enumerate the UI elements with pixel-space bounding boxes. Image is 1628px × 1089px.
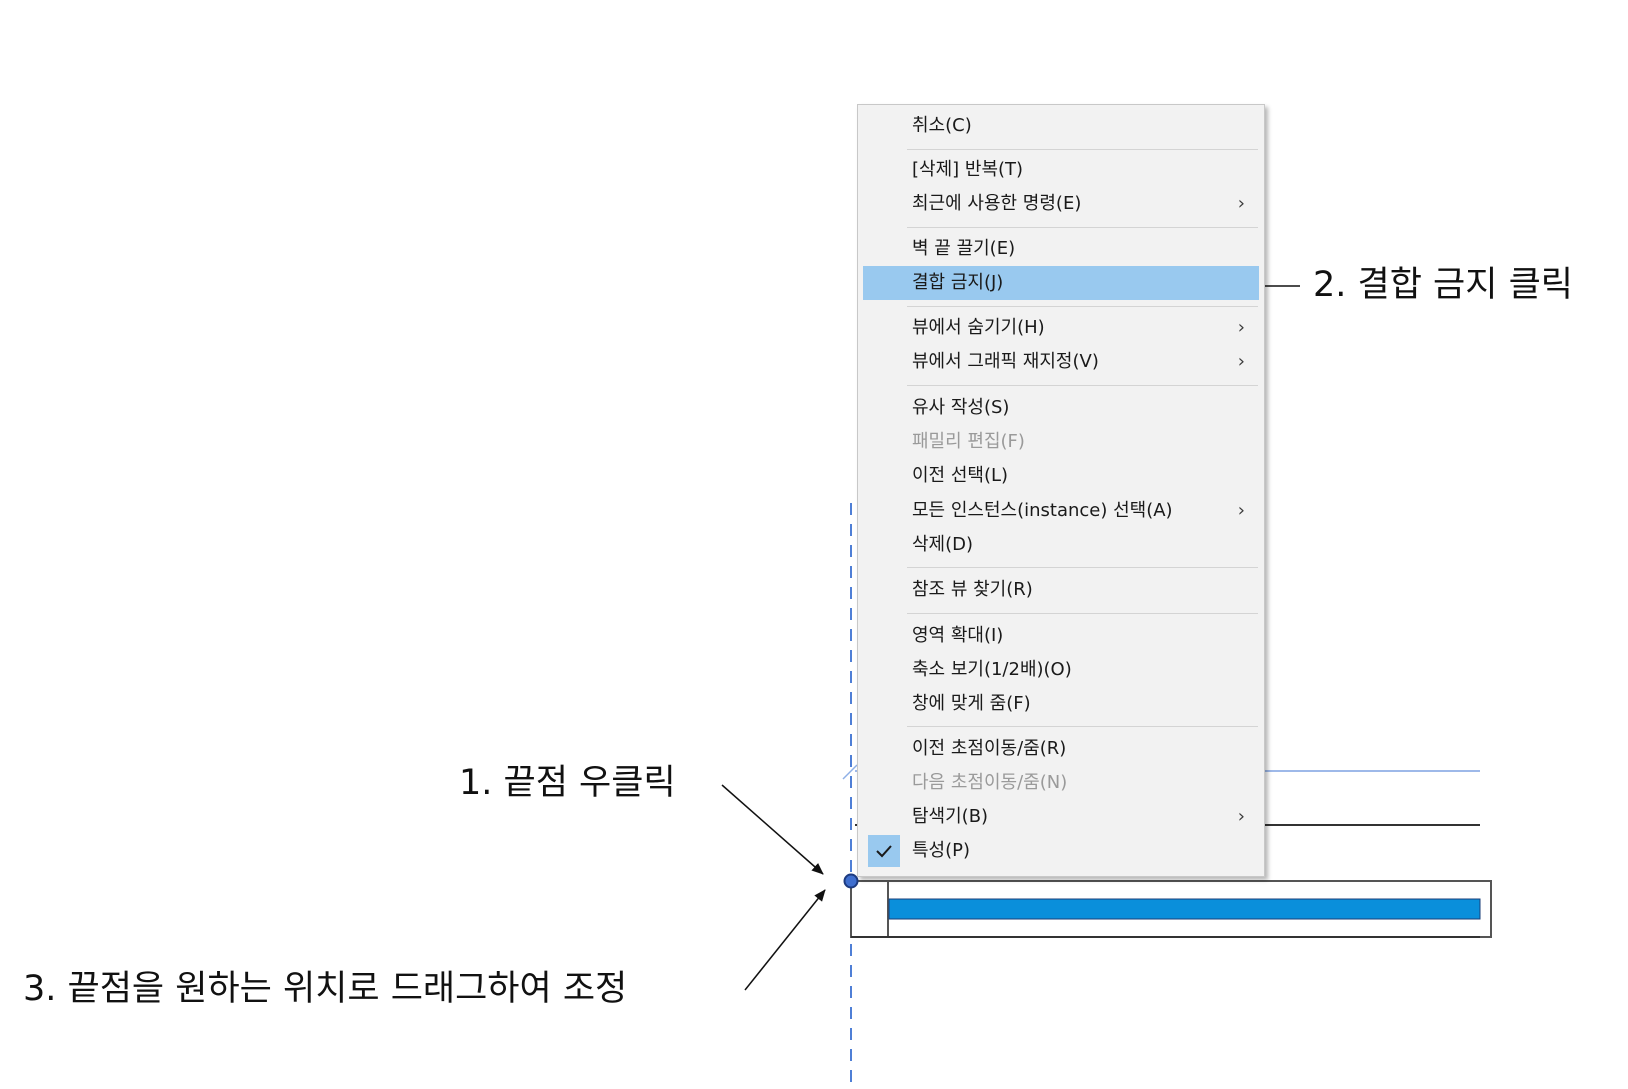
menu-item[interactable]: 뷰에서 그래픽 재지정(V) › — [863, 345, 1259, 379]
menu-item-label: 뷰에서 그래픽 재지정(V) — [912, 351, 1099, 372]
chevron-right-icon: › — [1237, 351, 1245, 372]
context-menu: 취소(C) [삭제] 반복(T) 최근에 사용한 명령(E) › 벽 끝 끌기(E) 결합… — [857, 104, 1265, 877]
menu-item[interactable]: 모든 인스턴스(instance) 선택(A) › — [863, 494, 1259, 528]
annotation-step2: 2. 결합 금지 클릭 — [1313, 265, 1573, 305]
menu-item-label: 결합 금지(J) — [912, 272, 1004, 293]
menu-item-label: 영역 확대(I) — [912, 625, 1004, 646]
menu-item-label: 이전 초점이동/줌(R) — [912, 738, 1067, 759]
menu-separator — [907, 613, 1258, 614]
menu-item[interactable]: 뷰에서 숨기기(H) › — [863, 311, 1259, 345]
menu-item[interactable]: 이전 선택(L) — [863, 459, 1259, 493]
menu-item[interactable]: 특성(P) — [863, 834, 1259, 868]
menu-item-label: 참조 뷰 찾기(R) — [912, 579, 1033, 600]
chevron-right-icon: › — [1237, 317, 1245, 338]
menu-item-label: 벽 끝 끌기(E) — [912, 238, 1016, 259]
menu-item-label: 다음 초점이동/줌(N) — [912, 772, 1068, 793]
wall-fill — [888, 898, 1481, 920]
menu-separator — [907, 726, 1258, 727]
step3-arrow — [744, 889, 826, 991]
menu-item[interactable]: 창에 맞게 줌(F) — [863, 687, 1259, 721]
menu-item[interactable]: 참조 뷰 찾기(R) — [863, 573, 1259, 607]
menu-item[interactable]: 축소 보기(1/2배)(O) — [863, 653, 1259, 687]
reference-tick — [842, 764, 858, 780]
menu-item[interactable]: 취소(C) — [863, 109, 1259, 143]
menu-separator — [907, 385, 1258, 386]
menu-separator — [907, 306, 1258, 307]
menu-item-label: 탐색기(B) — [912, 806, 989, 827]
menu-item-label: 유사 작성(S) — [912, 397, 1010, 418]
menu-item-label: 특성(P) — [912, 840, 971, 861]
menu-separator — [907, 227, 1258, 228]
chevron-right-icon: › — [1237, 806, 1245, 827]
menu-item-label: 취소(C) — [912, 115, 972, 136]
menu-item: 다음 초점이동/줌(N) — [863, 766, 1259, 800]
chevron-right-icon: › — [1237, 500, 1245, 521]
menu-separator — [907, 149, 1258, 150]
wall-endpoint-grip[interactable] — [843, 873, 859, 889]
menu-item-label: [삭제] 반복(T) — [912, 159, 1024, 180]
menu-item[interactable]: 최근에 사용한 명령(E) › — [863, 187, 1259, 221]
menu-item[interactable]: 벽 끝 끌기(E) — [863, 232, 1259, 266]
menu-item[interactable]: 이전 초점이동/줌(R) — [863, 732, 1259, 766]
menu-item-label: 이전 선택(L) — [912, 465, 1009, 486]
menu-item[interactable]: 탐색기(B) › — [863, 800, 1259, 834]
menu-item[interactable]: 영역 확대(I) — [863, 619, 1259, 653]
menu-item: 패밀리 편집(F) — [863, 425, 1259, 459]
annotation-step1: 1. 끝점 우클릭 — [459, 763, 676, 803]
menu-separator — [907, 567, 1258, 568]
menu-item-label: 모든 인스턴스(instance) 선택(A) — [912, 500, 1173, 521]
step1-arrow — [721, 784, 824, 875]
menu-item-label: 최근에 사용한 명령(E) — [912, 193, 1082, 214]
menu-item[interactable]: [삭제] 반복(T) — [863, 153, 1259, 187]
menu-item[interactable]: 유사 작성(S) — [863, 391, 1259, 425]
menu-item-label: 삭제(D) — [912, 534, 974, 555]
menu-item-label: 축소 보기(1/2배)(O) — [912, 659, 1072, 680]
menu-item-label: 패밀리 편집(F) — [912, 431, 1025, 452]
menu-item-label: 뷰에서 숨기기(H) — [912, 317, 1045, 338]
chevron-right-icon: › — [1237, 193, 1245, 214]
menu-item[interactable]: 결합 금지(J) — [863, 266, 1259, 300]
menu-item[interactable]: 삭제(D) — [863, 528, 1259, 562]
annotation-step3: 3. 끝점을 원하는 위치로 드래그하여 조정 — [23, 969, 628, 1009]
checkmark-icon — [868, 835, 900, 867]
menu-item-label: 창에 맞게 줌(F) — [912, 693, 1031, 714]
